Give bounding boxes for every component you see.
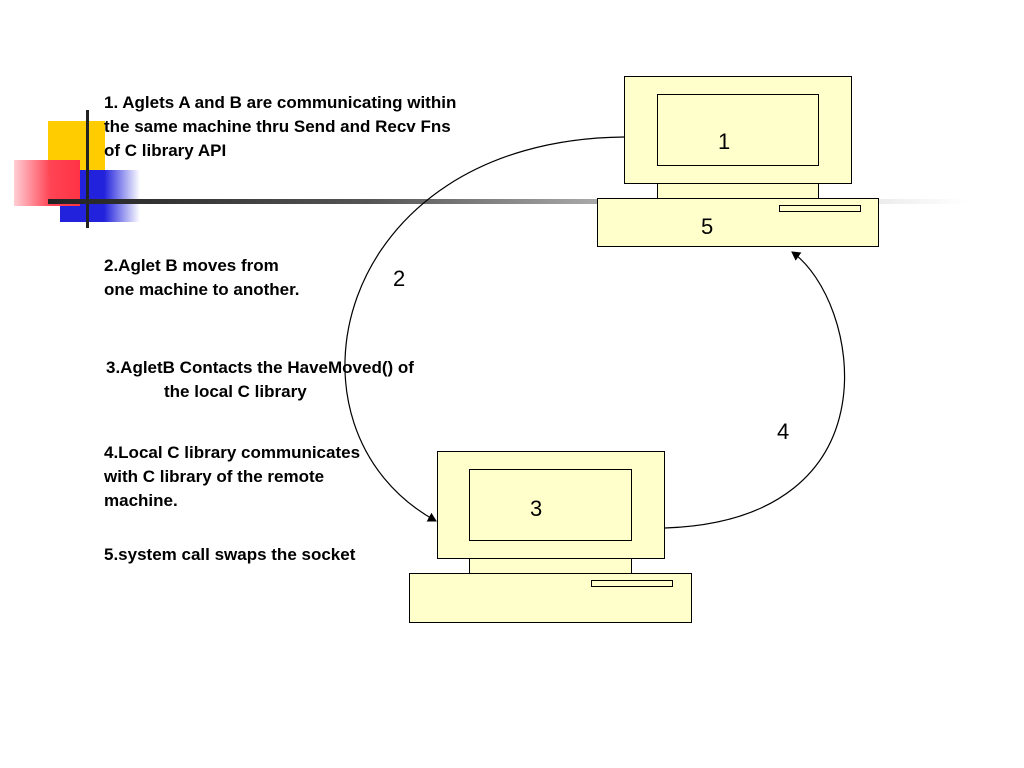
top-computer-screen — [657, 94, 819, 166]
top-computer-drive-slot — [779, 205, 861, 212]
top-screen-label: 1 — [718, 129, 731, 154]
arrow-move-left — [344, 136, 625, 522]
step-2-line-2: one machine to another. — [104, 280, 300, 299]
right-arrow-label: 4 — [777, 419, 790, 444]
bottom-screen-label: 3 — [530, 496, 543, 521]
step-1-text: 1. Aglets A and B are communicating with… — [104, 91, 456, 163]
left-arrow-label: 2 — [393, 266, 406, 291]
bottom-computer-stand — [469, 558, 632, 574]
step-4-line-2: with C library of the remote — [104, 467, 325, 486]
step-2-text: 2.Aglet B moves from one machine to anot… — [104, 254, 300, 302]
top-computer-stand — [657, 183, 819, 199]
step-3-line-2: the local C library — [164, 382, 307, 401]
bottom-computer-base — [409, 573, 692, 623]
arrow-communicate-right — [664, 251, 846, 529]
step-5-text: 5.system call swaps the socket — [104, 543, 355, 567]
step-3-line-1: 3.AgletB Contacts the HaveMoved() of — [106, 358, 414, 377]
step-4-line-3: machine. — [104, 491, 178, 510]
step-1-line-3: of C library API — [104, 141, 227, 160]
step-4-line-1: 4.Local C library communicates — [104, 443, 361, 462]
step-3-text: 3.AgletB Contacts the HaveMoved() of the… — [106, 356, 414, 404]
decorative-vertical-line — [86, 110, 89, 228]
step-4-text: 4.Local C library communicates with C li… — [104, 441, 360, 513]
decorative-horizontal-rule — [48, 199, 968, 204]
bottom-computer-screen — [469, 469, 632, 541]
step-1-line-1: 1. Aglets A and B are communicating with… — [104, 93, 457, 112]
bottom-computer-drive-slot — [591, 580, 673, 587]
step-2-line-1: 2.Aglet B moves from — [104, 256, 279, 275]
step-5-line-1: 5.system call swaps the socket — [104, 545, 356, 564]
top-base-label: 5 — [701, 214, 714, 239]
step-1-line-2: the same machine thru Send and Recv Fns — [104, 117, 451, 136]
decorative-red-square — [14, 160, 80, 206]
